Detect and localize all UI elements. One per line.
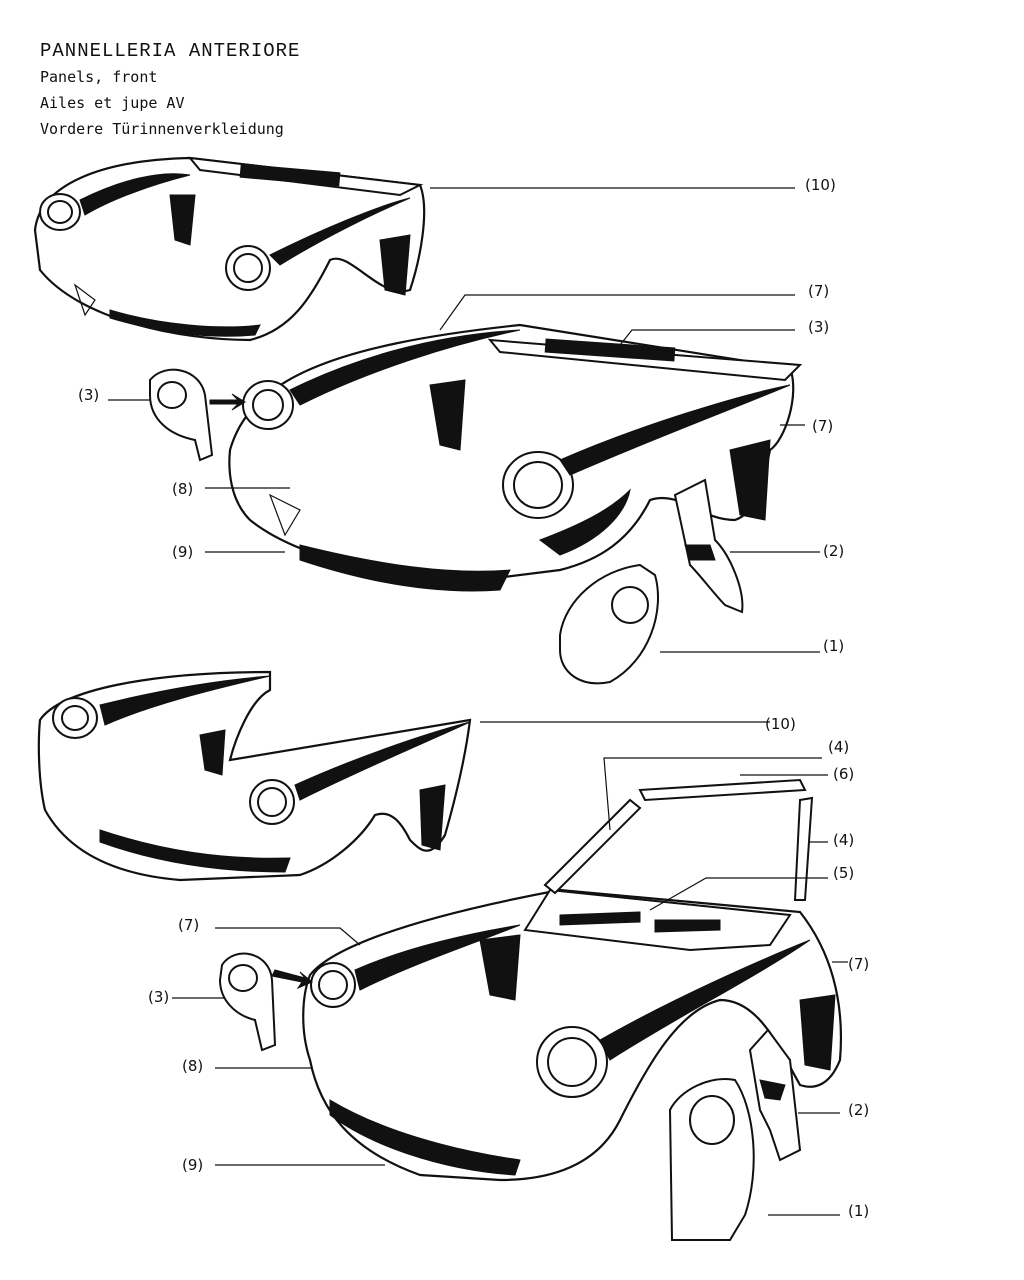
title-english: Panels, front <box>40 68 158 86</box>
callout-2-middle: (2) <box>823 542 844 560</box>
lower-headlight-bucket-part <box>218 952 277 1052</box>
callout-7-lower-left: (7) <box>178 916 199 934</box>
callout-3-middle-bucket: (3) <box>78 386 99 404</box>
callout-8-lower: (8) <box>182 1057 203 1075</box>
callout-3-middle-cowl: (3) <box>808 318 829 336</box>
title-italian: PANNELLERIA ANTERIORE <box>40 40 301 62</box>
title-french: Ailes et jupe AV <box>40 94 185 112</box>
callout-9-lower: (9) <box>182 1156 203 1174</box>
middle-arrow-icon <box>209 393 246 411</box>
callout-3-lower: (3) <box>148 988 169 1006</box>
lower-windshield-pillar-left-part <box>543 798 642 895</box>
callout-10-lower: (10) <box>765 715 796 733</box>
title-german: Vordere Türinnenverkleidung <box>40 120 284 138</box>
top-front-panel-assembly <box>33 156 426 342</box>
middle-front-panel-assembly <box>228 323 803 592</box>
lower-windshield-header-part <box>638 778 807 802</box>
callout-2-lower: (2) <box>848 1101 869 1119</box>
callout-6-lower: (6) <box>833 765 854 783</box>
callout-labels: (10) (7) (3) (3) (7) (8) (2) (9) (1) (10… <box>78 176 869 1220</box>
lower-cowl-vent-panel-part <box>523 888 792 952</box>
lower-arrow-icon <box>271 969 313 990</box>
callout-10-top: (10) <box>805 176 836 194</box>
callout-1-lower: (1) <box>848 1202 869 1220</box>
lower-inner-fender-rear-part <box>748 1028 802 1162</box>
middle-inner-fender-rear-part <box>673 478 744 614</box>
callout-7-lower-right: (7) <box>848 955 869 973</box>
lower-front-fender-assembly <box>37 670 472 882</box>
callout-7-middle-side: (7) <box>812 417 833 435</box>
lower-windshield-pillar-right-part <box>793 796 814 901</box>
callout-9-middle: (9) <box>172 543 193 561</box>
callout-1-middle: (1) <box>823 637 844 655</box>
callout-8-middle: (8) <box>172 480 193 498</box>
middle-inner-fender-front-part <box>559 563 659 685</box>
lower-front-body-assembly <box>302 888 843 1182</box>
callout-4-lower-left-pillar: (4) <box>828 738 849 756</box>
middle-headlight-bucket-part <box>149 368 214 462</box>
callout-7-middle-upper: (7) <box>808 282 829 300</box>
callout-5-lower: (5) <box>833 864 854 882</box>
leader-lines <box>108 187 848 1216</box>
title-block: PANNELLERIA ANTERIORE Panels, front Aile… <box>40 40 300 146</box>
lower-inner-fender-front-part <box>668 1078 755 1241</box>
callout-4-lower-right-pillar: (4) <box>833 831 854 849</box>
